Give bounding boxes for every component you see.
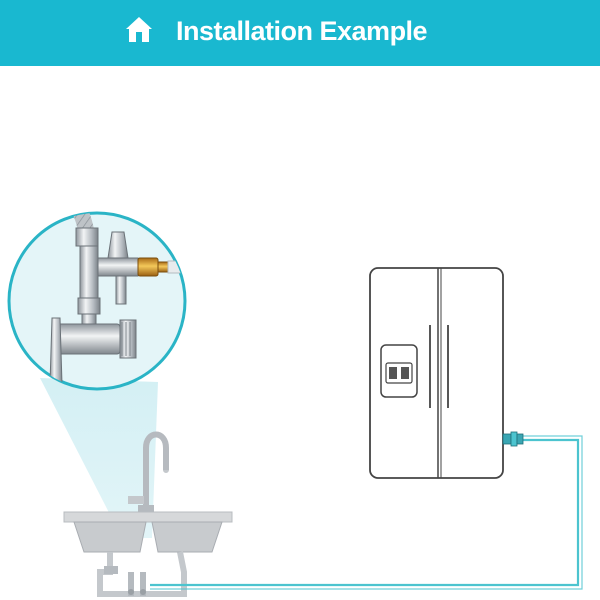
water-dispenser [380,344,418,398]
page-title: Installation Example [176,16,428,46]
fridge-inlet-connector [502,431,524,447]
home-icon [126,17,152,42]
angle-stop-valve [37,213,185,385]
water-supply-line [150,438,580,587]
refrigerator [369,267,524,479]
faucet [128,431,169,513]
kitchen-sink [63,511,233,597]
magnifier-circle [7,211,187,391]
header-banner: Installation Example [0,0,600,66]
